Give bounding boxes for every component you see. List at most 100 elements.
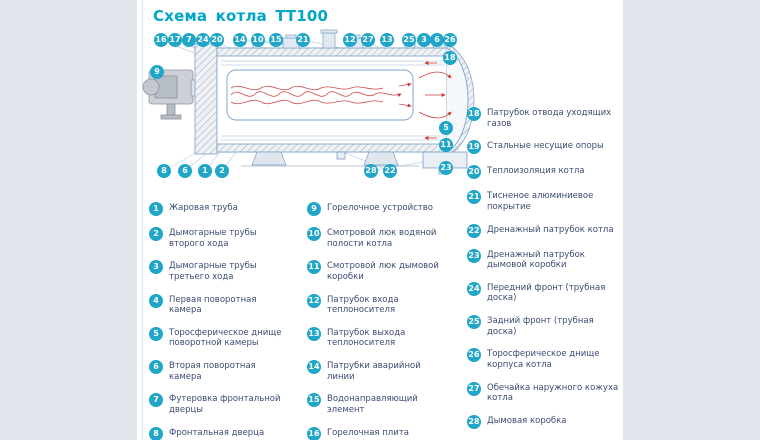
legend-item-label: Тисненое алюминиевое покрытие bbox=[487, 191, 594, 212]
legend-item-label: Патрубок входа теплоносителя bbox=[327, 294, 399, 316]
legend-item-label: Вторая поворотная камера bbox=[169, 361, 256, 382]
callout-24: 24 bbox=[196, 33, 210, 47]
legend-item-label: Обечайка наружного кожуха котла bbox=[487, 382, 619, 404]
callout-22: 22 bbox=[383, 164, 397, 178]
legend-item: 6 Вторая поворотная камера bbox=[149, 360, 287, 382]
flue-gas-arrows bbox=[418, 61, 452, 140]
legend-item-label: Патрубок выхода теплоносителя bbox=[327, 327, 406, 349]
legend-item: 7 Футеровка фронтальной дверцы bbox=[149, 393, 287, 415]
legend-item-label: Дренажный патрубок котла bbox=[487, 224, 614, 235]
legend-item-number: 11 bbox=[307, 260, 321, 275]
legend-item-label: Дымовая коробка bbox=[487, 415, 567, 426]
legend-item-number: 28 bbox=[467, 414, 481, 429]
legend-item: 2 Дымогарные трубы второго хода bbox=[149, 227, 287, 249]
legend-item-number: 27 bbox=[467, 381, 481, 396]
legend-item-number: 2 bbox=[149, 227, 163, 241]
legend-item-number: 13 bbox=[307, 326, 321, 341]
legend-item-number: 23 bbox=[467, 248, 481, 263]
legend-item-number: 3 bbox=[149, 260, 163, 275]
legend-item-label: Дренажный патрубок дымовой коробки bbox=[487, 249, 585, 271]
page-title: Схема котла ТТ100 bbox=[153, 7, 329, 25]
callout-17: 17 bbox=[168, 33, 182, 47]
legend-item-label: Смотровой люк водяной полости котла bbox=[327, 228, 437, 249]
legend-item-number: 6 bbox=[149, 360, 163, 374]
legend-item-label: Дымогарные трубы третьего хода bbox=[169, 261, 257, 282]
legend-item-label: Фронтальная дверца котла bbox=[169, 427, 265, 440]
callout-5: 5 bbox=[439, 121, 453, 135]
legend-item: 15 Водонаправляющий элемент bbox=[307, 393, 445, 415]
legend-item-number: 14 bbox=[307, 360, 321, 374]
legend-item-label: Футеровка фронтальной дверцы bbox=[169, 394, 281, 415]
legend-item-label: Первая поворотная камера bbox=[169, 294, 257, 316]
legend-item-label: Торосферическое днище корпуса котла bbox=[487, 349, 600, 370]
legend-item-label: Горелочная плита bbox=[327, 427, 409, 438]
legend-item-label: Горелочное устройство bbox=[327, 203, 433, 213]
callout-20: 20 bbox=[210, 33, 224, 47]
legend-item: 3 Дымогарные трубы третьего хода bbox=[149, 260, 287, 282]
legend-item: 1 Жаровая труба bbox=[149, 202, 287, 216]
callout-9: 9 bbox=[150, 65, 164, 79]
legend-item: 26 Торосферическое днище корпуса котла bbox=[467, 348, 619, 370]
callout-6-top: 6 bbox=[430, 33, 444, 47]
legend-item: 8 Фронтальная дверца котла bbox=[149, 426, 287, 440]
legend-item-label: Дымогарные трубы второго хода bbox=[169, 228, 257, 249]
legend-item-number: 1 bbox=[149, 202, 163, 216]
legend-item-label: Торосферическое днище поворотной камеры bbox=[169, 327, 282, 349]
supports bbox=[241, 151, 419, 167]
callout-1: 1 bbox=[198, 164, 212, 178]
legend-item-number: 25 bbox=[467, 315, 481, 329]
legend-item: 23 Дренажный патрубок дымовой коробки bbox=[467, 248, 619, 271]
callout-12: 12 bbox=[343, 33, 357, 47]
legend-item: 21 Тисненое алюминиевое покрытие bbox=[467, 190, 619, 212]
legend-item-number: 26 bbox=[467, 348, 481, 363]
callout-3: 3 bbox=[417, 33, 431, 47]
legend-item-label: Передний фронт (трубная доска) bbox=[487, 282, 606, 304]
legend-item-number: 18 bbox=[467, 107, 481, 121]
legend-item: 12 Патрубок входа теплоносителя bbox=[307, 293, 445, 316]
legend-item: 11 Смотровой люк дымовой коробки bbox=[307, 260, 445, 282]
callout-8: 8 bbox=[157, 164, 171, 178]
callout-14: 14 bbox=[233, 33, 247, 47]
callout-28: 28 bbox=[364, 164, 378, 178]
legend-item: 28 Дымовая коробка bbox=[467, 414, 619, 429]
callout-18: 18 bbox=[443, 51, 457, 65]
legend-item-number: 21 bbox=[467, 190, 481, 205]
callout-27: 27 bbox=[361, 33, 375, 47]
callout-25: 25 bbox=[402, 33, 416, 47]
callout-2: 2 bbox=[215, 164, 229, 178]
flame-tube bbox=[226, 69, 414, 121]
legend-item-number: 19 bbox=[467, 140, 481, 155]
callout-11: 11 bbox=[439, 138, 453, 152]
legend-item-label: Задний фронт (трубная доска) bbox=[487, 316, 594, 337]
legend-item: 9 Горелочное устройство bbox=[307, 202, 445, 216]
legend-item-label: Смотровой люк дымовой коробки bbox=[327, 261, 439, 282]
front-door bbox=[194, 43, 218, 155]
legend-item-number: 15 bbox=[307, 393, 321, 408]
legend-item-number: 7 bbox=[149, 393, 163, 408]
callout-10: 10 bbox=[251, 33, 265, 47]
callout-23: 23 bbox=[439, 161, 453, 175]
legend-item-label: Жаровая труба bbox=[169, 203, 238, 213]
legend-item-number: 8 bbox=[149, 426, 163, 440]
legend-item-label: Водонаправляющий элемент bbox=[327, 394, 418, 415]
legend-item-number: 12 bbox=[307, 293, 321, 308]
legend-item: 13 Патрубок выхода теплоносителя bbox=[307, 326, 445, 349]
content-card: Схема котла ТТ100 bbox=[137, 0, 623, 440]
smoke-tubes bbox=[221, 60, 445, 141]
callout-15: 15 bbox=[269, 33, 283, 47]
callout-21: 21 bbox=[296, 33, 310, 47]
legend-item-number: 9 bbox=[307, 202, 321, 216]
legend-item: 27 Обечайка наружного кожуха котла bbox=[467, 381, 619, 404]
callout-6-bottom: 6 bbox=[178, 164, 192, 178]
